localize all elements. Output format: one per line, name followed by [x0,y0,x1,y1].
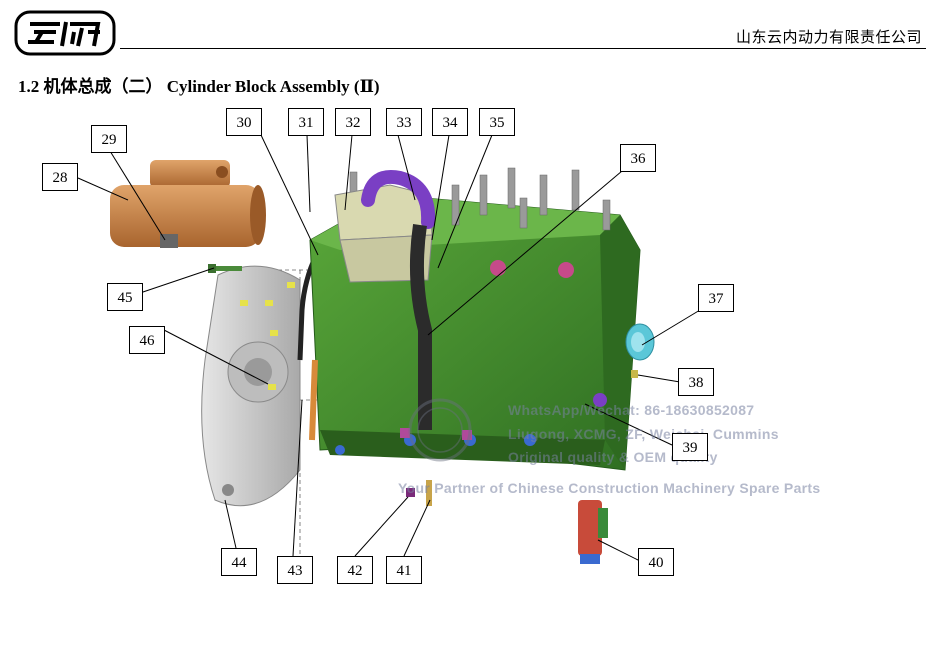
callout-37: 37 [698,284,734,312]
callout-40: 40 [638,548,674,576]
callout-34: 34 [432,108,468,136]
bolt-41 [426,480,432,506]
callout-44: 44 [221,548,257,576]
callout-36: 36 [620,144,656,172]
guarantee-stamp [408,398,472,462]
callout-28: 28 [42,163,78,191]
watermark-line-3: Original quality & OEM quality [508,449,718,465]
callout-39: 39 [672,433,708,461]
plug-38 [631,370,638,378]
callout-42: 42 [337,556,373,584]
watermark-line-4: Your Partner of Chinese Construction Mac… [398,480,821,496]
watermark-line-2: Liugong, XCMG, ZF, Weichai, Cummins [508,426,779,442]
oil-pump [578,500,608,564]
callout-43: 43 [277,556,313,584]
callout-30: 30 [226,108,262,136]
black-pipe [409,223,432,430]
callout-32: 32 [335,108,371,136]
callout-45: 45 [107,283,143,311]
watermark-line-1: WhatsApp/Wechat: 86-18630852087 [508,402,755,418]
flywheel-housing [201,265,301,507]
purple-hose [361,170,436,229]
section-title: 1.2 机体总成（二） Cylinder Block Assembly (Ⅱ) [18,77,380,96]
header-rule [120,48,926,49]
callout-35: 35 [479,108,515,136]
callout-41: 41 [386,556,422,584]
seal-ring [625,323,655,361]
callout-46: 46 [129,326,165,354]
company-name: 山东云内动力有限责任公司 [735,28,922,46]
callout-31: 31 [288,108,324,136]
callout-29: 29 [91,125,127,153]
starter-motor [110,160,266,248]
callout-33: 33 [386,108,422,136]
callout-38: 38 [678,368,714,396]
company-logo [14,10,116,56]
plug-42 [406,488,415,497]
